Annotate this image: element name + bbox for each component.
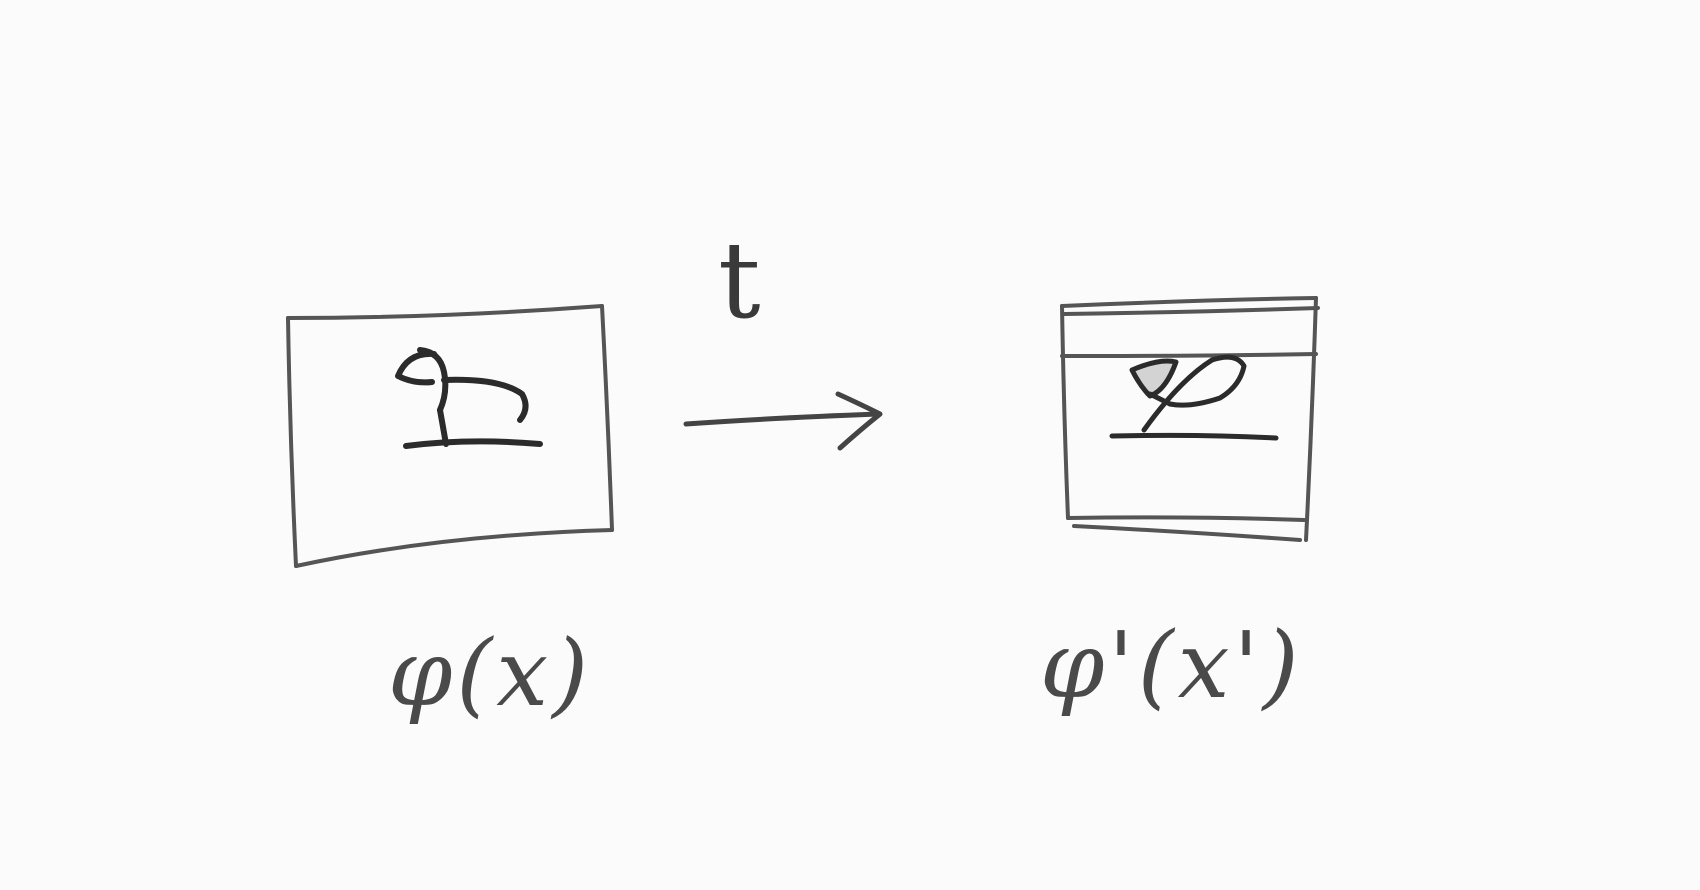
arrow-label: t [718, 219, 761, 342]
left-box [286, 304, 614, 568]
left-field-label: φ(x) [388, 620, 593, 727]
right-field-label: φ'(x') [1040, 612, 1303, 719]
right-figure [1109, 354, 1279, 441]
transform-arrow [683, 391, 883, 451]
right-box [1060, 296, 1320, 542]
left-figure [395, 347, 543, 449]
